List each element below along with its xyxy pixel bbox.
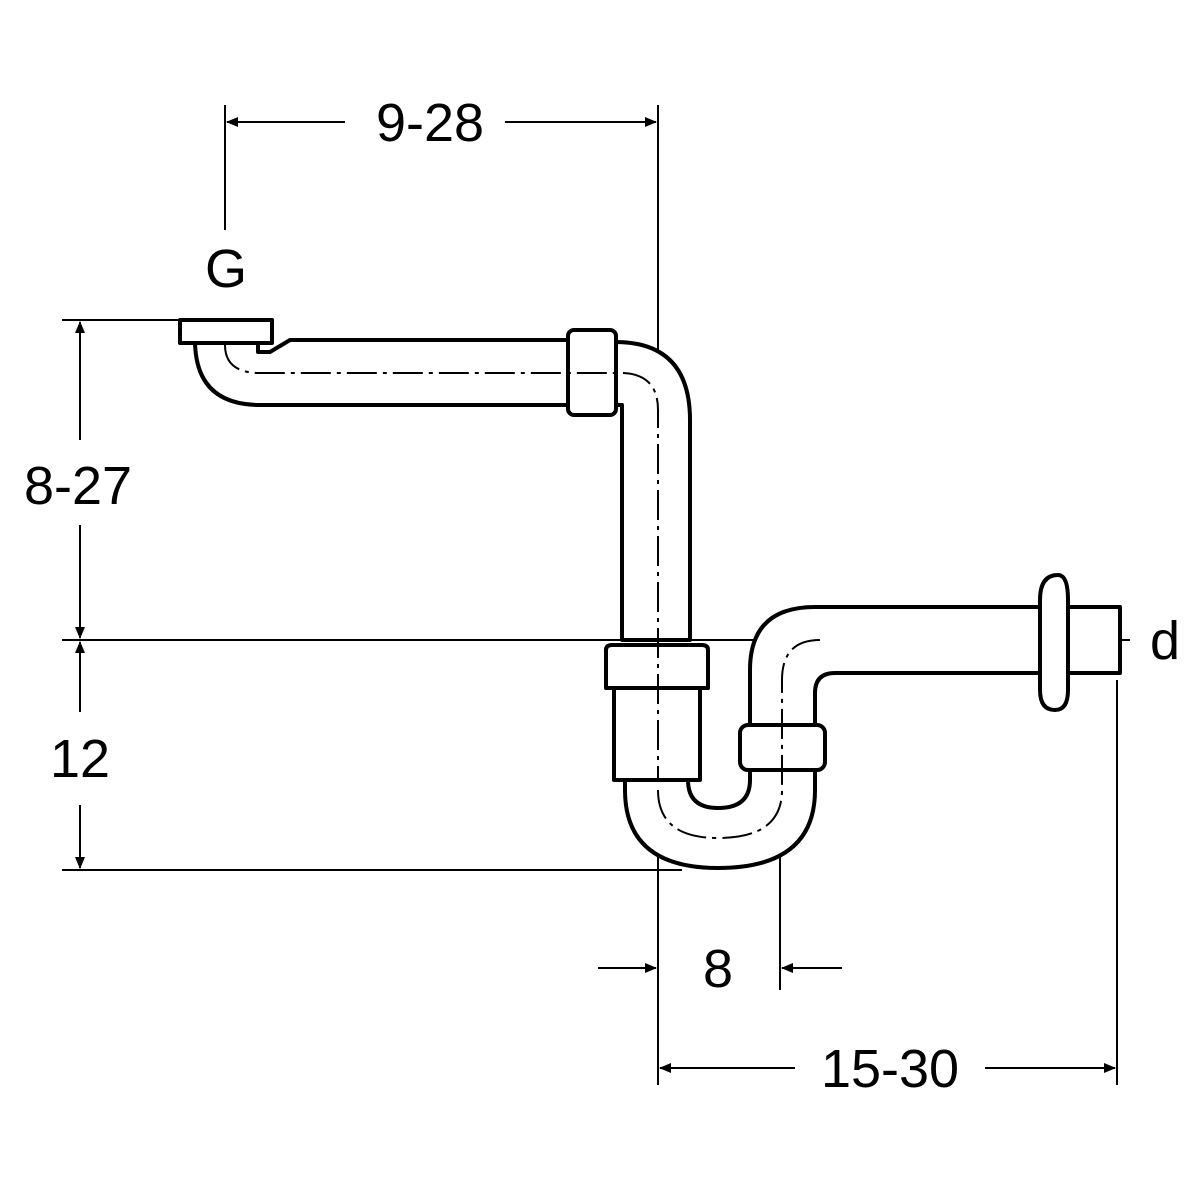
- wall-rosette: [1038, 573, 1070, 712]
- label-inlet-thread: G: [205, 239, 247, 299]
- dim-upper-height: 8-27: [24, 456, 132, 516]
- inlet-nut: [178, 318, 274, 345]
- siphon-pipes: [178, 318, 1122, 870]
- dim-lower-height: 12: [50, 729, 110, 789]
- wall-sleeve: [1063, 605, 1122, 675]
- dim-top-width: 9-28: [376, 93, 484, 153]
- label-outlet-diameter: d: [1150, 611, 1180, 671]
- dim-outlet-depth: 15-30: [821, 1039, 959, 1099]
- dimension-arrows: [75, 117, 1116, 1073]
- dim-trap-offset: 8: [703, 939, 733, 999]
- center-lines: [224, 344, 821, 840]
